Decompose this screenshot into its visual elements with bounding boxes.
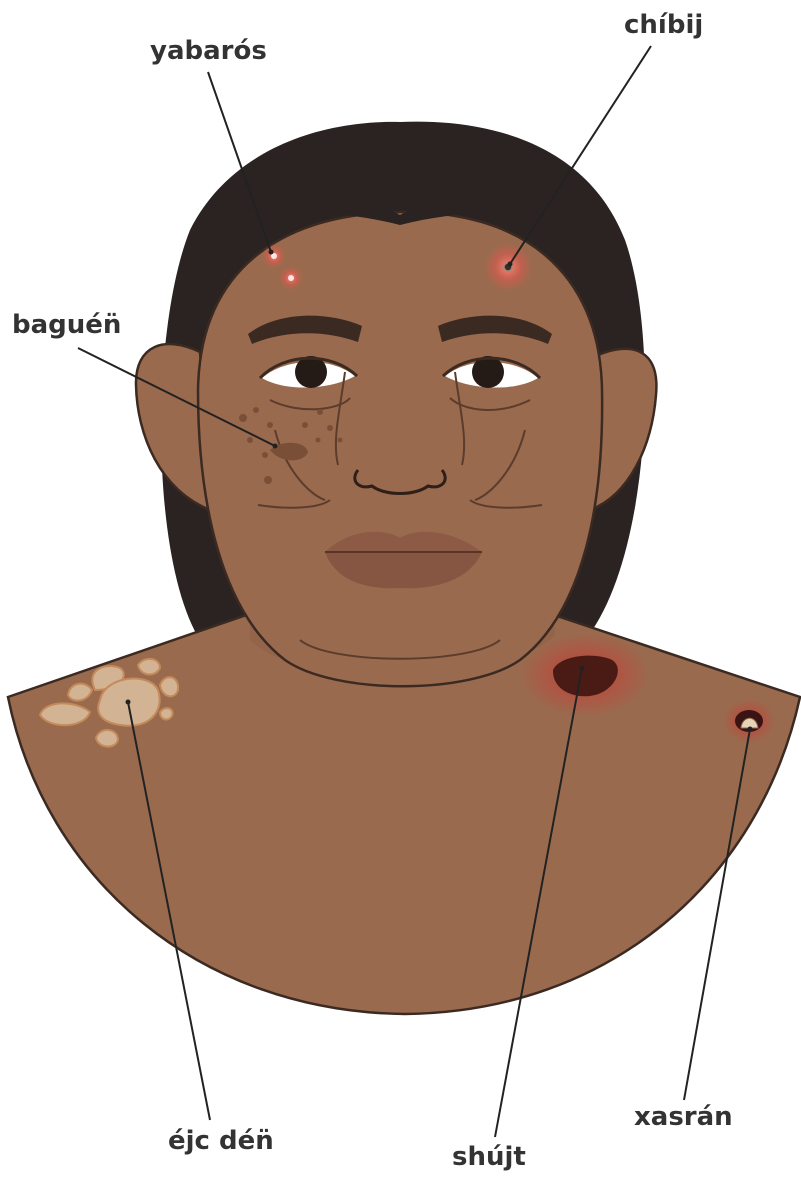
label-shujt: shújt [452, 1144, 526, 1170]
left-iris [295, 356, 327, 388]
label-chibij: chíbij [624, 12, 703, 38]
label-ejc-den: éjc dén̈ [168, 1128, 274, 1154]
label-xasran: xasrán [634, 1104, 733, 1130]
label-baguen: baguén̈ [12, 312, 121, 338]
face [198, 212, 602, 686]
label-yabaros: yabarós [150, 38, 267, 64]
